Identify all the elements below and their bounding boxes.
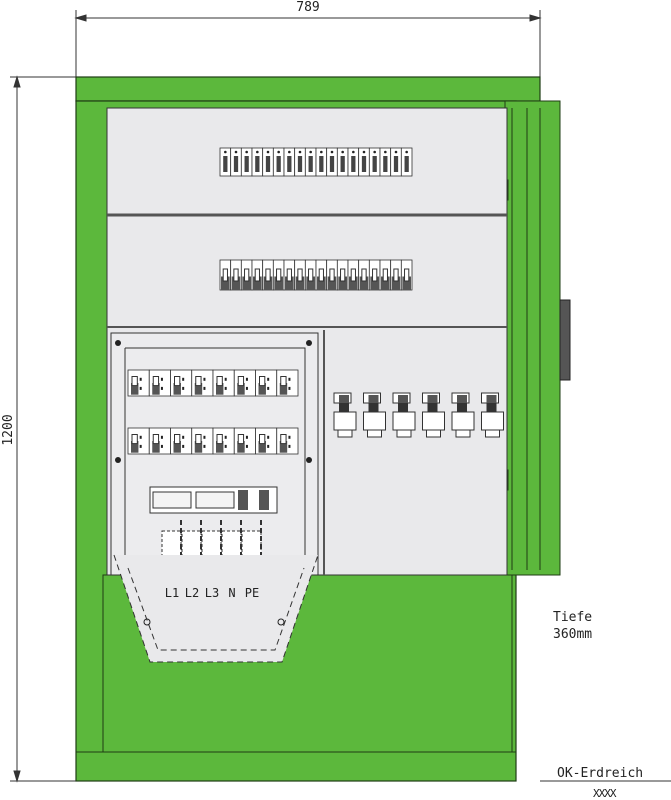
contactor-module <box>451 392 475 438</box>
contactor-module <box>481 392 504 438</box>
terminal-label: N <box>228 586 235 600</box>
breaker-module <box>379 259 392 291</box>
terminal-label: L1 <box>165 586 179 600</box>
breaker-module <box>272 259 285 291</box>
breaker-module <box>379 147 392 177</box>
breaker-module <box>358 147 370 177</box>
height-dimension <box>10 75 76 783</box>
left-module-row-1 <box>127 369 299 397</box>
contactor-module <box>392 392 416 438</box>
terminal-label: L2 <box>185 586 199 600</box>
breaker-module <box>315 259 328 291</box>
breaker-module <box>230 147 242 177</box>
breaker-module <box>283 259 296 291</box>
panel-screws <box>115 340 312 463</box>
breaker-module <box>276 369 299 397</box>
breaker-module <box>127 427 150 455</box>
breaker-module <box>315 147 328 177</box>
breaker-module <box>148 427 171 455</box>
breaker-module <box>170 427 193 455</box>
breaker-module <box>276 427 299 455</box>
breaker-module <box>212 369 235 397</box>
cable-entry-cover <box>113 554 319 663</box>
ground-symbol: XXXX <box>593 787 617 800</box>
breaker-module <box>262 147 274 177</box>
breaker-module <box>191 427 214 455</box>
breaker-module <box>400 259 413 291</box>
top-module-row <box>219 147 413 177</box>
breaker-module <box>233 427 256 455</box>
main-switch-row <box>149 486 278 514</box>
breaker-module <box>255 427 278 455</box>
breaker-module <box>240 259 253 291</box>
breaker-module <box>230 259 242 291</box>
breaker-module <box>240 147 253 177</box>
terminal-label: PE <box>245 586 259 600</box>
ground-label: OK-Erdreich <box>557 766 643 781</box>
door-handle[interactable] <box>559 299 571 381</box>
right-module-group <box>333 392 504 438</box>
cabinet-roof <box>75 76 541 102</box>
depth-value: 360mm <box>553 627 592 642</box>
breaker-module <box>233 369 256 397</box>
breaker-module <box>326 259 338 291</box>
height-label: 1200 <box>1 414 16 445</box>
breaker-module <box>336 259 349 291</box>
depth-label: Tiefe <box>553 610 592 625</box>
breaker-module <box>251 147 264 177</box>
width-dimension <box>74 10 542 77</box>
breaker-module <box>368 259 381 291</box>
breaker-module <box>304 259 317 291</box>
breaker-module <box>294 259 306 291</box>
breaker-module <box>390 147 402 177</box>
breaker-module <box>326 147 338 177</box>
contactor-module <box>333 392 357 438</box>
breaker-module <box>304 147 317 177</box>
second-module-row <box>219 259 413 291</box>
left-module-row-2 <box>127 427 299 455</box>
breaker-module <box>251 259 264 291</box>
breaker-module <box>148 369 171 397</box>
breaker-module <box>390 259 402 291</box>
breaker-module <box>219 147 232 177</box>
breaker-module <box>191 369 214 397</box>
breaker-module <box>127 369 150 397</box>
terminal-label: L3 <box>205 586 219 600</box>
contactor-module <box>363 392 386 438</box>
breaker-module <box>255 369 278 397</box>
breaker-module <box>272 147 285 177</box>
breaker-module <box>358 259 370 291</box>
breaker-module <box>294 147 306 177</box>
breaker-module <box>283 147 296 177</box>
breaker-module <box>368 147 381 177</box>
breaker-module <box>400 147 413 177</box>
breaker-module <box>347 259 360 291</box>
width-label: 789 <box>296 0 319 15</box>
breaker-module <box>219 259 232 291</box>
breaker-module <box>262 259 274 291</box>
breaker-module <box>336 147 349 177</box>
breaker-module <box>170 369 193 397</box>
contactor-module <box>422 392 445 438</box>
breaker-module <box>347 147 360 177</box>
breaker-module <box>212 427 235 455</box>
